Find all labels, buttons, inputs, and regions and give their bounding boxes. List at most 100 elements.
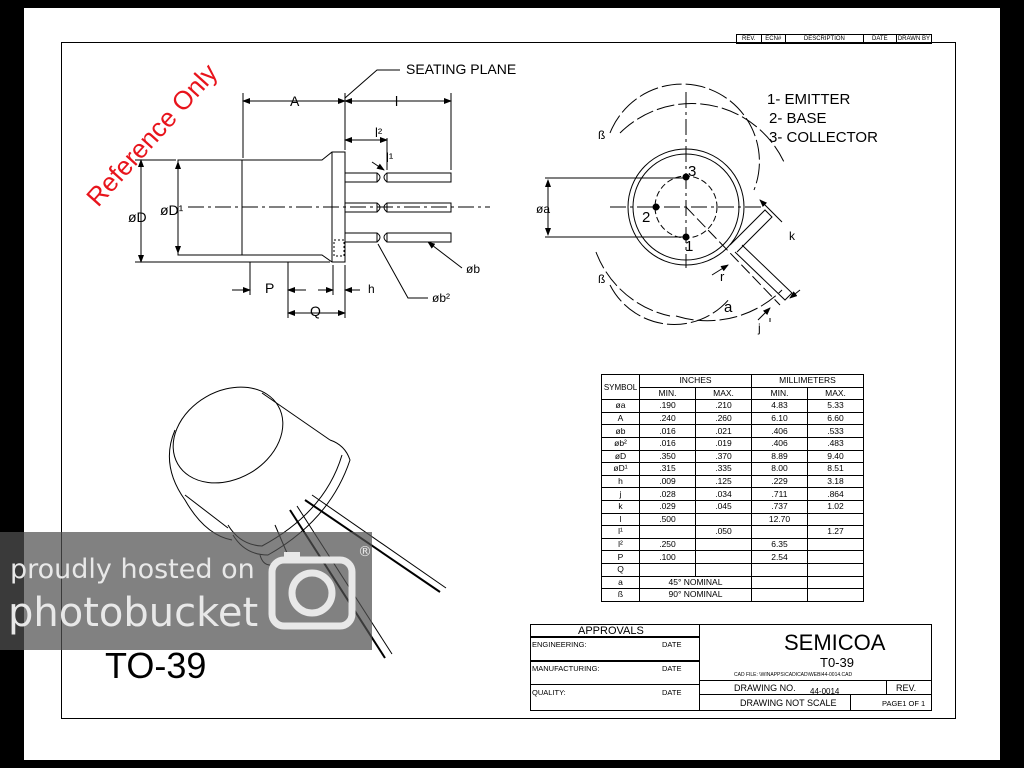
dimension-symbol: k (601, 499, 640, 514)
dimension-symbol: j (601, 487, 640, 501)
dimension-value: .370 (695, 449, 752, 464)
dimension-value: .533 (807, 424, 864, 438)
dimension-value (695, 537, 752, 552)
dim-D1-label: øD¹ (160, 202, 184, 218)
dimension-value: .406 (751, 424, 808, 438)
dim-k-label: k (789, 229, 796, 243)
watermark-line2: photobucket (8, 590, 259, 636)
seating-plane-label: SEATING PLANE (406, 61, 516, 77)
dimension-symbol: A (601, 411, 640, 426)
dimension-value: 8.51 (807, 462, 864, 476)
dimension-value: 8.00 (751, 462, 808, 476)
dimension-value: .210 (695, 399, 752, 413)
symbol-header: SYMBOL (601, 373, 640, 401)
nominal-value: 45° NOMINAL (639, 575, 752, 590)
dimension-value (751, 525, 808, 539)
can-body-outline (177, 151, 346, 263)
dimension-table: SYMBOL INCHES MILLIMETERS MIN. MAX. MIN.… (601, 373, 864, 602)
can-top-ellipse (172, 386, 284, 484)
dimension-value: .029 (639, 499, 696, 514)
dimension-value: .016 (639, 436, 696, 451)
dimension-value: .240 (639, 411, 696, 426)
drawn-by-col: DRAWN BY (895, 34, 933, 44)
bottom-view (545, 83, 801, 325)
dimension-value (807, 588, 864, 602)
dimension-value (751, 588, 808, 602)
dimension-value (695, 550, 752, 564)
dimension-value: .483 (807, 436, 864, 451)
dimension-row: j.028.034.711.864 (601, 487, 864, 501)
dim-h-label: h (368, 282, 375, 296)
dimension-value: .019 (695, 436, 752, 451)
dimension-value (639, 525, 696, 539)
sub-header: MIN. (751, 386, 808, 401)
title-block: APPROVALS ENGINEERING: DATE MANUFACTURIN… (530, 624, 932, 711)
dimension-value: 8.89 (751, 449, 808, 464)
bottom-view-labels: 3 2 1 ß ß øa k r a j (536, 128, 796, 335)
dim-j-label: j (757, 321, 761, 335)
dimension-value: .045 (695, 499, 752, 514)
dimension-symbol: l (601, 512, 640, 527)
dimension-value: .100 (639, 550, 696, 564)
dimension-value: .125 (695, 474, 752, 489)
dimension-symbol: l¹ (601, 525, 640, 539)
dimension-value: .021 (695, 424, 752, 438)
dimension-symbol: øD (601, 449, 640, 464)
cad-file-label: CAD FILE: \WINAPPS\CADICAD\WEBI44-0014.C… (734, 672, 853, 678)
nominal-value: 90° NOMINAL (639, 588, 752, 602)
dim-a-label: øa (536, 202, 550, 216)
dim-l-label: l (395, 93, 398, 109)
watermark-line1: proudly hosted on (10, 554, 255, 585)
dimension-value: .737 (751, 499, 808, 514)
approvals-label: APPROVALS (578, 625, 644, 637)
dimension-value: .500 (639, 512, 696, 527)
reference-only-stamp: Reference Only (80, 58, 223, 212)
side-view-labels: SEATING PLANE A l l² l¹ øD øD¹ P Q h øb … (128, 61, 516, 319)
date-label: DATE (662, 640, 682, 649)
pin-1-label: 1 (685, 238, 693, 255)
dimension-value: 4.83 (751, 399, 808, 413)
drawing-no-value: 44-0014 (810, 687, 840, 696)
dimension-value (751, 575, 808, 590)
dimension-value: 1.02 (807, 499, 864, 514)
quality-label: QUALITY: (532, 688, 566, 697)
dim-r-label: r (720, 269, 725, 284)
package-name: T0-39 (820, 655, 854, 670)
sub-header: MAX. (695, 386, 752, 401)
dimension-value: 9.40 (807, 449, 864, 464)
pin-legend-2: 2- BASE (769, 110, 827, 127)
dimension-value: 6.10 (751, 411, 808, 426)
photobucket-watermark: proudly hosted on photobucket ® (0, 532, 372, 650)
dimension-value: .009 (639, 474, 696, 489)
pin-3-label: 3 (688, 163, 696, 180)
pin-legend: 1- EMITTER 2- BASE 3- COLLECTOR (767, 91, 878, 146)
dimension-value (695, 562, 752, 577)
dimension-value: .016 (639, 424, 696, 438)
company-name: SEMICOA (784, 630, 886, 655)
pin-legend-3: 3- COLLECTOR (769, 129, 878, 146)
drawing-no-label: DRAWING NO. (734, 683, 796, 693)
sub-header: MAX. (807, 386, 864, 401)
dimension-value: 2.54 (751, 550, 808, 564)
dim-P-label: P (265, 280, 274, 296)
dimension-symbol: øb² (601, 436, 640, 451)
dimension-value: 3.18 (807, 474, 864, 489)
dim-b2-label: øb² (432, 291, 450, 305)
dimension-value: .315 (639, 462, 696, 476)
dimension-row: Q (601, 562, 864, 577)
dimension-value: .864 (807, 487, 864, 501)
watermark-registered: ® (358, 544, 372, 560)
dimension-symbol: h (601, 474, 640, 489)
dimension-value: .260 (695, 411, 752, 426)
dimension-symbol: l² (601, 537, 640, 552)
